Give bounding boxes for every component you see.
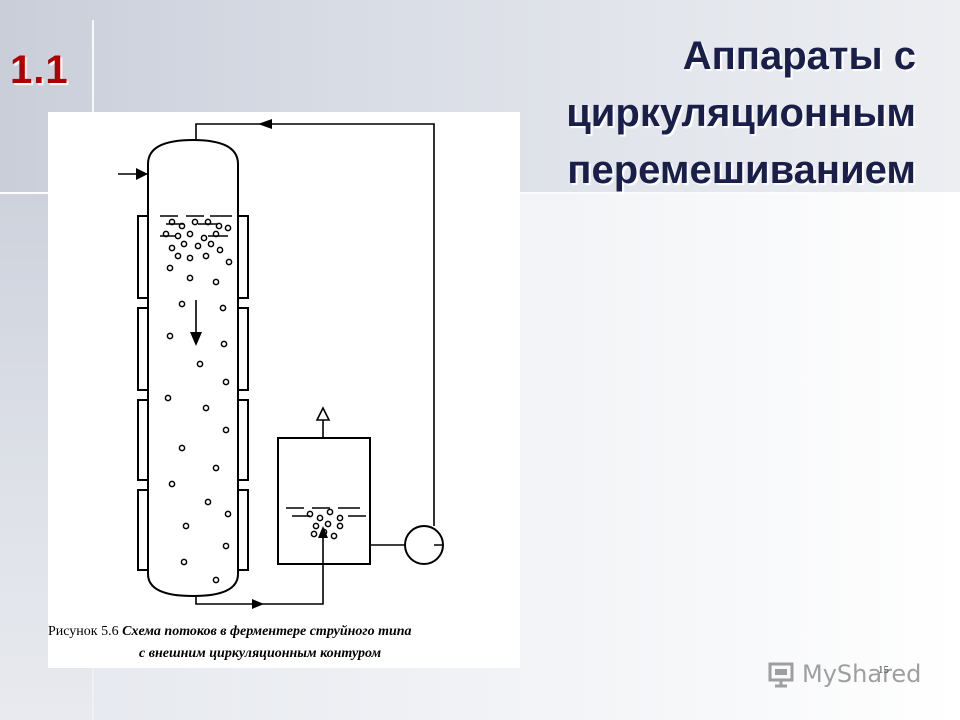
- return-flow-arrowhead: [258, 119, 272, 129]
- caption-line-1: Рисунок 5.6 Схема потоков в ферментере с…: [48, 624, 412, 640]
- tank-inlet-arrowhead: [318, 526, 328, 538]
- separator-tank: [277, 437, 371, 565]
- slide-section-number: 1.1: [10, 48, 69, 92]
- title-line-3: перемешиванием: [567, 148, 916, 192]
- caption-line-2: с внешним циркуляционным контуром: [139, 646, 381, 662]
- recirculation-line: [195, 123, 443, 546]
- watermark: MyShared: [768, 656, 921, 692]
- slide-title: Аппараты с циркуляционным перемешиванием: [446, 28, 916, 199]
- jacket-left-2: [137, 307, 148, 391]
- tank-liquid-level: [286, 507, 366, 517]
- caption-label: Рисунок 5.6: [48, 624, 119, 639]
- jacket-right-4: [238, 489, 249, 571]
- fermenter-column: [147, 138, 239, 598]
- jacket-right-2: [238, 307, 249, 391]
- jacket-right-1: [238, 215, 249, 299]
- caption-text-1: Схема потоков в ферментере струйного тип…: [122, 624, 412, 639]
- caption-text-2: с внешним циркуляционным контуром: [139, 646, 382, 661]
- title-line-1: Аппараты с: [682, 34, 916, 78]
- presentation-board-icon: [768, 662, 794, 688]
- gas-outlet-arrowhead: [315, 406, 331, 421]
- figure-panel: Рисунок 5.6 Схема потоков в ферментере с…: [48, 112, 520, 668]
- watermark-text: MyShared: [802, 660, 922, 688]
- page-number: 15: [878, 664, 889, 676]
- down-flow-arrowhead: [190, 332, 202, 346]
- title-line-2: циркуляционным: [566, 91, 916, 135]
- bottom-flow-arrowhead: [252, 599, 264, 609]
- jacket-left-4: [137, 489, 148, 571]
- jacket-right-3: [238, 399, 249, 481]
- jacket-left-1: [137, 215, 148, 299]
- fermenter-diagram: [118, 119, 444, 609]
- jacket-left-3: [137, 399, 148, 481]
- inlet-arrowhead: [136, 168, 148, 180]
